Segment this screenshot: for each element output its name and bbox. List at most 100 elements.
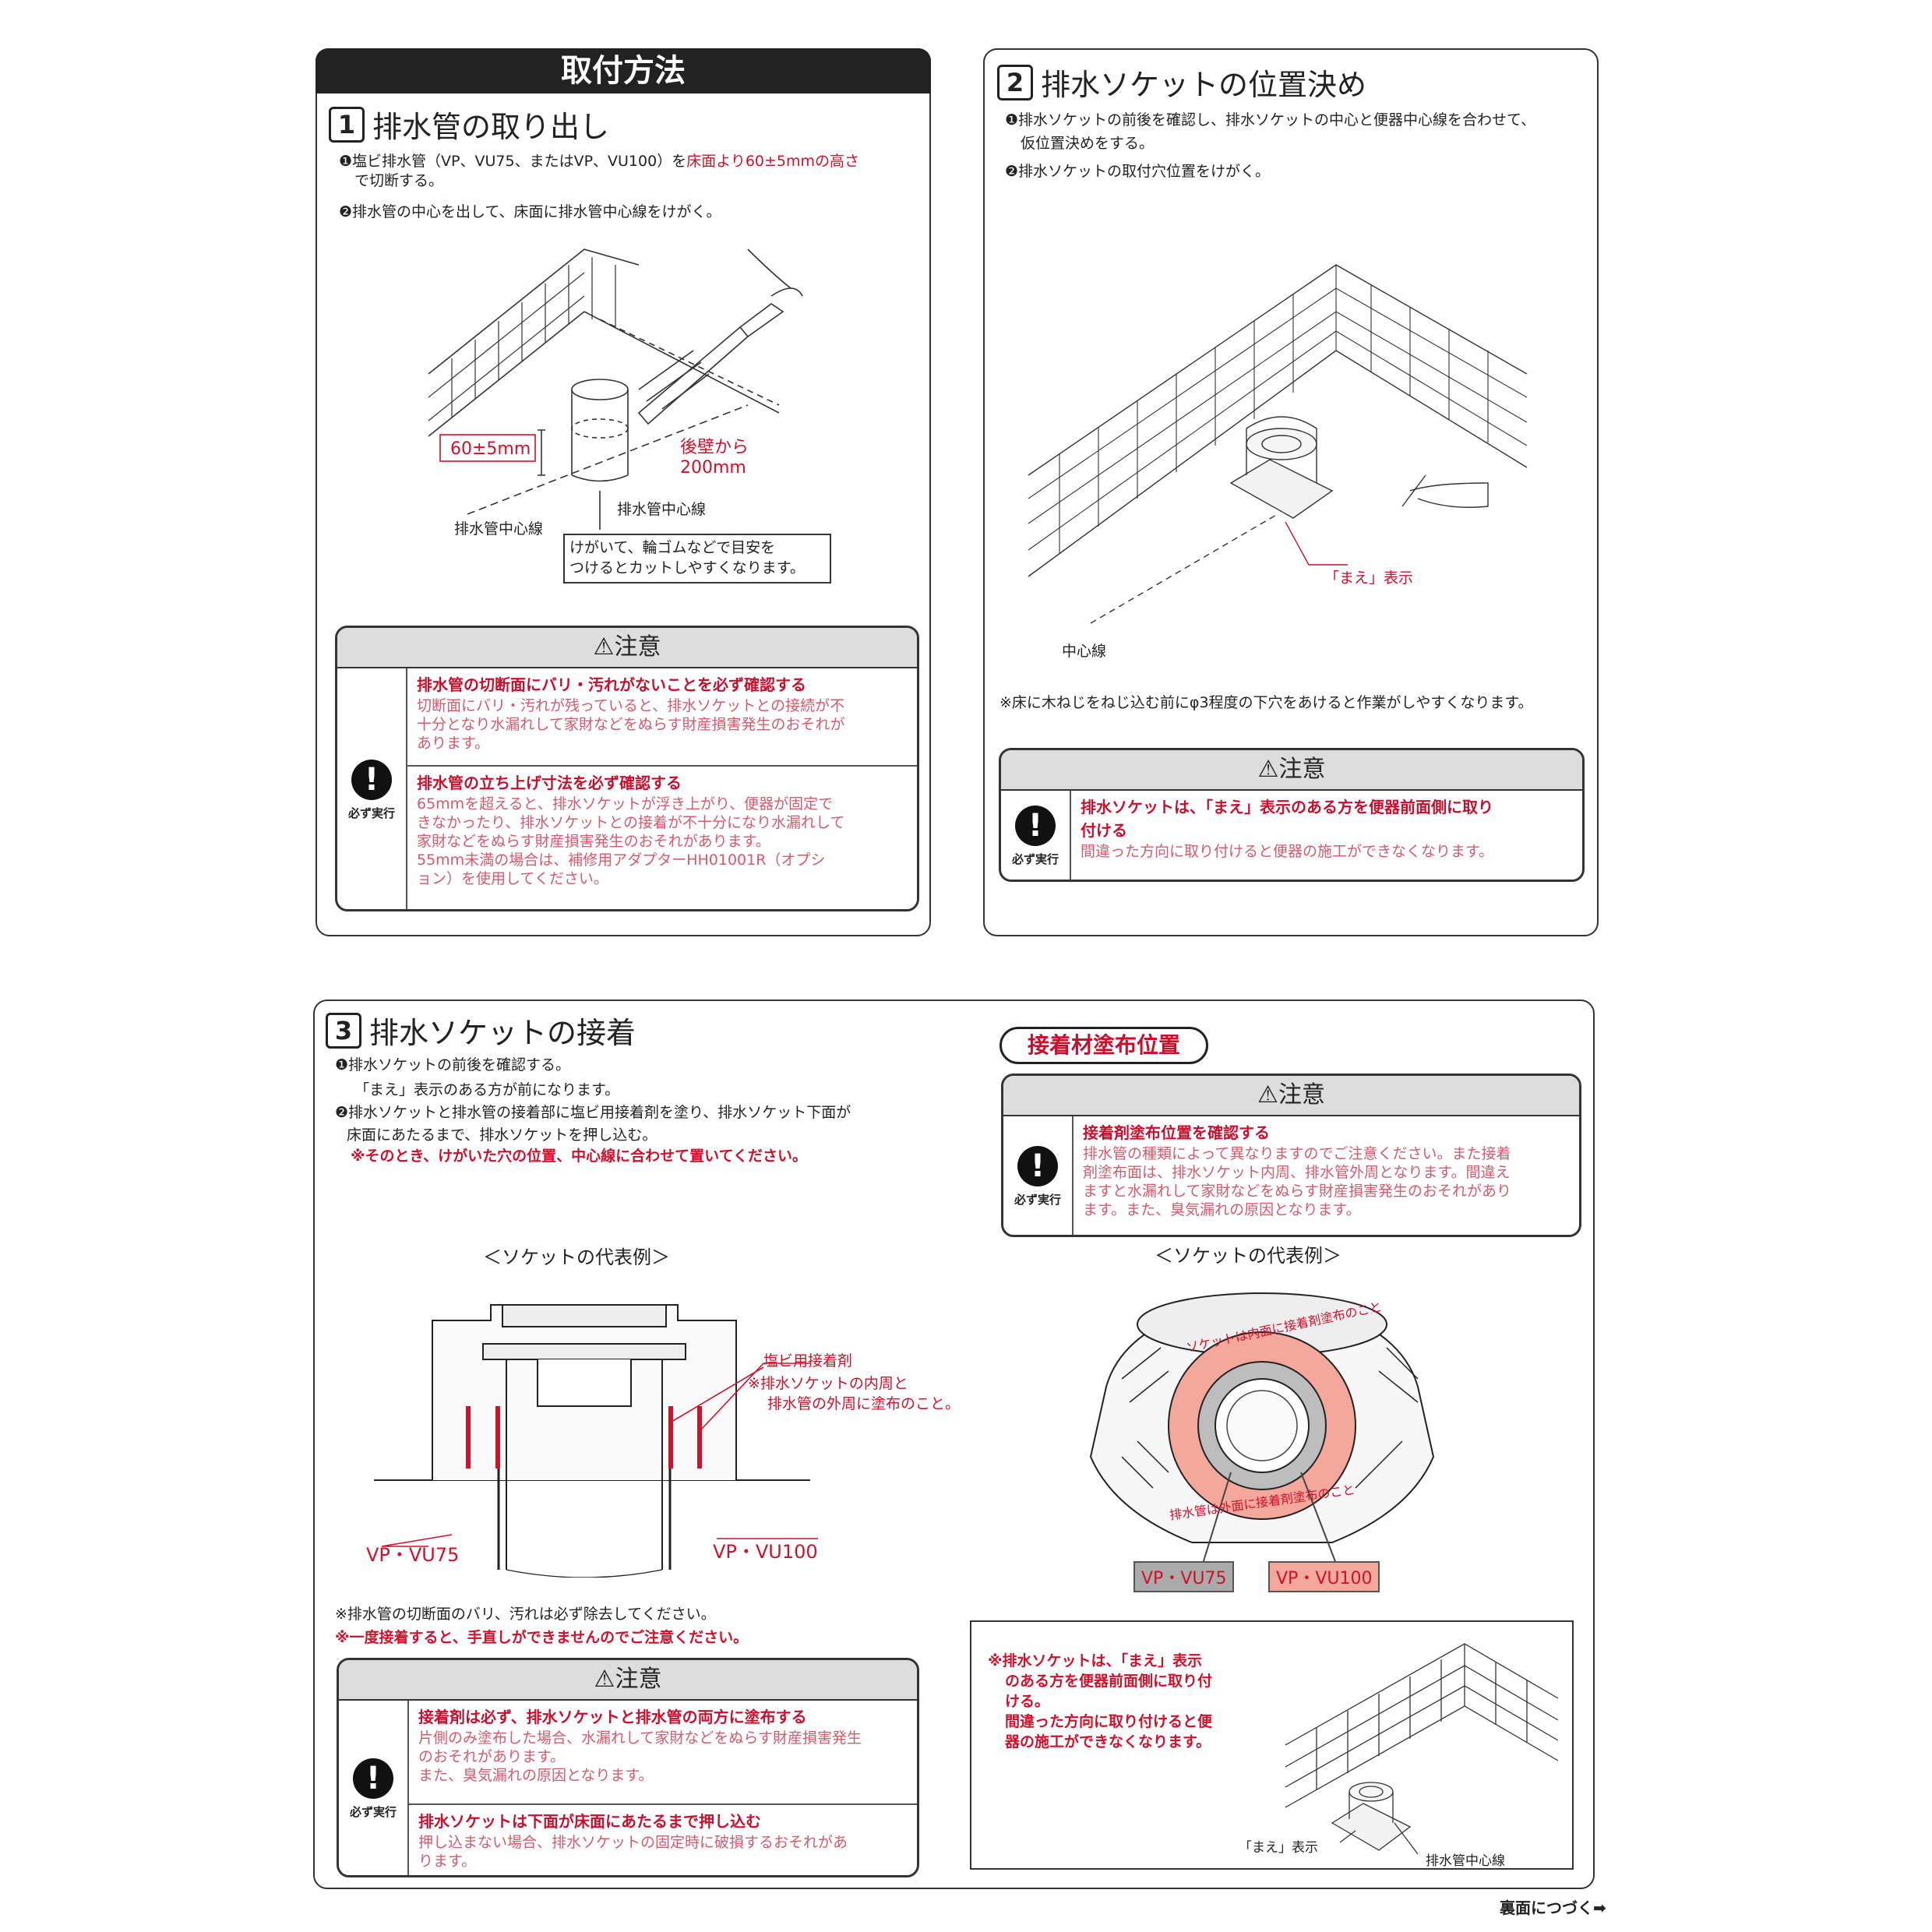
- step3-instruction-1b: 「まえ」表示のある方が前になります。: [354, 1081, 620, 1098]
- caution-items: 接着剤は必ず、排水ソケットと排水管の両方に塗布する 片側のみ塗布した場合、水漏れ…: [409, 1701, 917, 1875]
- exclamation-icon: !: [351, 759, 392, 800]
- adhesive-position-pill: 接着材塗布位置: [999, 1027, 1208, 1064]
- exclamation-icon: !: [1015, 806, 1056, 846]
- caution-item-desc: きなかったり、排水ソケットとの接着が不十分になり水漏れして: [417, 814, 845, 831]
- caution-item-desc: また、臭気漏れの原因となります。: [418, 1767, 654, 1784]
- caution-header: ⚠注意: [337, 628, 917, 668]
- exclamation-icon: !: [353, 1758, 393, 1799]
- adhesive-note-2: 排水管の外周に塗布のこと。: [767, 1395, 961, 1412]
- instr-text: ❶塩ビ排水管（VP、VU75、またはVP、VU100）を: [339, 153, 687, 170]
- distance-label-1: 後壁から: [680, 438, 749, 457]
- caution-item-title: 排水管の立ち上げ寸法を必ず確認する: [417, 774, 682, 792]
- step-title-text: 排水管の取り出し: [372, 110, 610, 144]
- vu100-label-right: VP・VU100: [1268, 1561, 1380, 1592]
- instr-highlight: 床面より60±5mmの高さ: [686, 153, 860, 170]
- caution-body: ! 必ず実行 接着剤塗布位置を確認する 排水管の種類によって異なりますのでご注意…: [1003, 1116, 1579, 1235]
- step3-caution-box: ⚠注意 ! 必ず実行 接着剤は必ず、排水ソケットと排水管の両方に塗布する 片側の…: [337, 1658, 919, 1877]
- caution-item-desc: ります。: [418, 1853, 477, 1870]
- caution-header: ⚠注意: [1003, 1076, 1579, 1116]
- socket-example-caption-right: ＜ソケットの代表例＞: [1155, 1245, 1341, 1267]
- caution-body: ! 必ず実行 排水管の切断面にバリ・汚れがないことを必ず確認する 切断面にバリ・…: [337, 668, 917, 909]
- adhesive-note-1: ※排水ソケットの内周と: [748, 1375, 908, 1392]
- socket-top-view-illustration: [1089, 1292, 1435, 1574]
- caution-header: ⚠注意: [339, 1660, 917, 1701]
- continue-on-back: 裏面につづく➡: [1500, 1899, 1606, 1917]
- caution-item: 排水ソケットは、「まえ」表示のある方を便器前面側に取り 付ける 間違った方向に取…: [1071, 791, 1582, 866]
- front-mark-label-small: 「まえ」表示: [1239, 1840, 1318, 1856]
- step1-instruction-1: ❶塩ビ排水管（VP、VU75、またはVP、VU100）を床面より60±5mmの高…: [339, 150, 859, 173]
- vu75-label-right: VP・VU75: [1133, 1561, 1235, 1592]
- caution-item: 排水管の切断面にバリ・汚れがないことを必ず確認する 切断面にバリ・汚れが残ってい…: [407, 668, 917, 765]
- caution-item-desc: のおそれがあります。: [418, 1748, 566, 1765]
- step1-caution-box: ⚠注意 ! 必ず実行 排水管の切断面にバリ・汚れがないことを必ず確認する 切断面…: [335, 626, 919, 911]
- center-line-label: 中心線: [1062, 643, 1107, 660]
- cut-tip-box: けがいて、輪ゴムなどで目安を つけるとカットしやすくなります。: [563, 534, 831, 583]
- page-header: 取付方法: [316, 48, 931, 93]
- caution-item: 接着剤は必ず、排水ソケットと排水管の両方に塗布する 片側のみ塗布した場合、水漏れ…: [409, 1701, 917, 1803]
- front-note-line: ける。: [1005, 1693, 1050, 1710]
- step3-instruction-1: ❶排水ソケットの前後を確認する。: [335, 1056, 571, 1074]
- step-number: 1: [329, 106, 365, 143]
- center-line-label-left: 排水管中心線: [454, 520, 544, 538]
- must-do-column: ! 必ず実行: [339, 1701, 409, 1875]
- caution-item-desc: 間違った方向に取り付けると便器の施工ができなくなります。: [1081, 843, 1494, 860]
- vu75-label-left: VP・VU75: [366, 1544, 460, 1566]
- caution-header-text: 注意: [1278, 1081, 1325, 1109]
- step-number: 2: [997, 64, 1033, 100]
- step1-instruction-2: ❷排水管の中心を出して、床面に排水管中心線をけがく。: [339, 203, 721, 220]
- step3-title: 3 排水ソケットの接着: [326, 1009, 636, 1052]
- must-do-label: 必ず実行: [1011, 852, 1059, 866]
- step2-instruction-1b: 仮位置決めをする。: [1021, 135, 1155, 152]
- caution-item-title: 接着剤は必ず、排水ソケットと排水管の両方に塗布する: [418, 1708, 807, 1726]
- step1-title: 1 排水管の取り出し: [329, 103, 609, 146]
- caution-items: 排水ソケットは、「まえ」表示のある方を便器前面側に取り 付ける 間違った方向に取…: [1071, 791, 1582, 880]
- step-title-text: 排水ソケットの位置決め: [1041, 68, 1367, 102]
- height-dimension-label: 60±5mm: [450, 439, 531, 459]
- caution-item: 排水管の立ち上げ寸法を必ず確認する 65mmを超えると、排水ソケットが浮き上がり…: [407, 765, 917, 893]
- front-note-line: のある方を便器前面側に取り付: [1005, 1673, 1213, 1690]
- front-note-line: 器の施工ができなくなります。: [1005, 1733, 1211, 1750]
- caution-item-desc: あります。: [417, 735, 490, 752]
- step3-instruction-2: ❷排水ソケットと排水管の接着部に塩ビ用接着剤を塗り、排水ソケット下面が: [335, 1104, 851, 1121]
- step2-instruction-2: ❷排水ソケットの取付穴位置をけがく。: [1005, 163, 1271, 180]
- adhesive-caution-box: ⚠注意 ! 必ず実行 接着剤塗布位置を確認する 排水管の種類によって異なりますの…: [1001, 1074, 1581, 1237]
- pipe-cutting-illustration: [428, 249, 803, 530]
- caution-item-desc: 十分となり水漏れして家財などをぬらす財産損害発生のおそれが: [417, 716, 845, 733]
- caution-item-desc: 家財などをぬらす財産損害発生のおそれがあります。: [417, 833, 770, 850]
- caution-header: ⚠注意: [1001, 750, 1582, 791]
- socket-cross-section-illustration: [374, 1304, 818, 1578]
- pvc-adhesive-label: 塩ビ用接着剤: [763, 1352, 853, 1370]
- cut-tip-line1: けがいて、輪ゴムなどで目安を: [569, 539, 776, 556]
- caution-item: 接着剤塗布位置を確認する 排水管の種類によって異なりますのでご注意ください。また…: [1074, 1116, 1579, 1224]
- caution-item-desc: 55mm未満の場合は、補修用アダプターHH01001R（オプシ: [417, 851, 826, 869]
- caution-body: ! 必ず実行 接着剤は必ず、排水ソケットと排水管の両方に塗布する 片側のみ塗布し…: [339, 1701, 917, 1875]
- distance-label-2: 200mm: [680, 458, 746, 478]
- caution-header-text: 注意: [615, 1666, 662, 1693]
- center-line-label-right: 排水管中心線: [617, 501, 707, 518]
- vu100-label-left: VP・VU100: [713, 1541, 818, 1563]
- caution-body: ! 必ず実行 排水ソケットは、「まえ」表示のある方を便器前面側に取り 付ける 間…: [1001, 791, 1582, 880]
- step-number: 3: [326, 1012, 361, 1049]
- caution-item-title: 接着剤塗布位置を確認する: [1083, 1123, 1270, 1142]
- caution-item-title: 排水管の切断面にバリ・汚れがないことを必ず確認する: [417, 675, 806, 694]
- caution-item-desc: 65mmを超えると、排水ソケットが浮き上がり、便器が固定で: [417, 795, 834, 813]
- caution-item-title: 排水ソケットは、「まえ」表示のある方を便器前面側に取り: [1081, 798, 1493, 816]
- front-orientation-box: [970, 1620, 1574, 1870]
- socket-positioning-illustration: [1028, 264, 1528, 624]
- step3-note-1: ※排水管の切断面のバリ、汚れは必ず除去してください。: [335, 1606, 716, 1623]
- front-note-line: ※排水ソケットは、「まえ」表示: [988, 1652, 1202, 1669]
- must-do-label: 必ず実行: [349, 1805, 397, 1819]
- exclamation-icon: !: [1017, 1146, 1058, 1186]
- cut-tip-line2: つけるとカットしやすくなります。: [569, 559, 805, 576]
- step2-caution-box: ⚠注意 ! 必ず実行 排水ソケットは、「まえ」表示のある方を便器前面側に取り 付…: [999, 748, 1585, 882]
- caution-item-desc: 切断面にバリ・汚れが残っていると、排水ソケットとの接続が不: [417, 697, 845, 714]
- caution-header-text: 注意: [1278, 756, 1326, 783]
- caution-item-desc: 押し込まない場合、排水ソケットの固定時に破損するおそれがあ: [418, 1834, 848, 1851]
- caution-item-desc: 剤塗布面は、排水ソケット内周、排水管外周となります。間違え: [1083, 1164, 1511, 1181]
- must-do-label: 必ず実行: [1014, 1193, 1061, 1207]
- caution-item-desc: ますと水漏れして家財などをぬらす財産損害発生のおそれがあり: [1083, 1183, 1512, 1200]
- step3-instruction-2c: ※そのとき、けがいた穴の位置、中心線に合わせて置いてください。: [351, 1148, 808, 1165]
- caution-items: 排水管の切断面にバリ・汚れがないことを必ず確認する 切断面にバリ・汚れが残ってい…: [407, 668, 917, 909]
- caution-item-title-cont: 付ける: [1081, 821, 1127, 840]
- step2-note: ※床に木ねじをねじ込む前にφ3程度の下穴をあけると作業がしやすくなります。: [999, 694, 1533, 711]
